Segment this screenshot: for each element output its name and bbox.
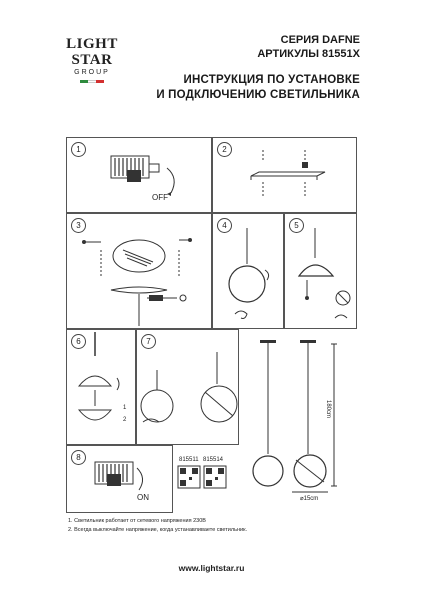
series-block: СЕРИЯ DAFNE АРТИКУЛЫ 81551X bbox=[257, 33, 360, 61]
globe-adjust-icon bbox=[228, 228, 270, 319]
step-number: 4 bbox=[217, 218, 232, 233]
ceiling-bracket-icon bbox=[250, 150, 326, 198]
step-6-box: 6 1 2 bbox=[66, 329, 136, 445]
title-line-2: И ПОДКЛЮЧЕНИЮ СВЕТИЛЬНИКА bbox=[156, 89, 360, 101]
title-line-1: ИНСТРУКЦИЯ ПО УСТАНОВКЕ bbox=[183, 74, 360, 86]
globe-tilt-icon bbox=[140, 352, 238, 423]
step-5-box: 5 bbox=[284, 213, 357, 329]
series-name: СЕРИЯ DAFNE bbox=[280, 34, 360, 46]
product-code-815511: 815511 bbox=[179, 457, 199, 463]
height-dimension: 180cm bbox=[325, 400, 331, 419]
note-1: 1. Светильник работает от сетевого напря… bbox=[68, 518, 206, 524]
step-number: 5 bbox=[289, 218, 304, 233]
logo-text-star: STAR bbox=[71, 52, 113, 68]
breaker-on-icon bbox=[94, 461, 143, 491]
note-2: 2. Всегда выключайте напряжение, когда у… bbox=[68, 527, 248, 533]
pendant-dimension-icon bbox=[252, 340, 337, 493]
breaker-switch-icon bbox=[110, 155, 175, 196]
step-2-box: 2 bbox=[212, 137, 357, 213]
articles-code: АРТИКУЛЫ 81551X bbox=[257, 48, 360, 60]
lamp-head-icon bbox=[297, 228, 351, 319]
step-number: 3 bbox=[71, 218, 86, 233]
logo-text-group: GROUP bbox=[74, 69, 110, 76]
step-number: 2 bbox=[217, 142, 232, 157]
step-number: 7 bbox=[141, 334, 156, 349]
substep-1-label: 1 bbox=[123, 405, 127, 411]
canopy-mounting-icon bbox=[82, 238, 192, 326]
shade-assembly-icon bbox=[77, 332, 120, 421]
step-number: 6 bbox=[71, 334, 86, 349]
off-label: OFF bbox=[152, 193, 168, 202]
qr-codes-icon bbox=[177, 465, 227, 489]
step-7-box: 7 bbox=[136, 329, 239, 445]
website-link[interactable]: www.lightstar.ru bbox=[178, 563, 245, 573]
product-code-815514: 815514 bbox=[203, 457, 224, 463]
step-1-box: 1 OFF bbox=[66, 137, 212, 213]
lightstar-logo: LIGHT STAR GROUP bbox=[66, 36, 118, 100]
step-number: 1 bbox=[71, 142, 86, 157]
step-3-box: 3 bbox=[66, 213, 212, 329]
italian-flag-icon bbox=[80, 80, 104, 83]
step-number: 8 bbox=[71, 450, 86, 465]
step-4-box: 4 bbox=[212, 213, 284, 329]
logo-text-light: LIGHT bbox=[66, 36, 118, 52]
step-8-box: 8 ON bbox=[66, 445, 173, 513]
safety-notes: 1. Светильник работает от сетевого напря… bbox=[68, 517, 247, 535]
diameter-dimension: ⌀15cm bbox=[300, 496, 319, 502]
instruction-title: ИНСТРУКЦИЯ ПО УСТАНОВКЕ И ПОДКЛЮЧЕНИЮ СВ… bbox=[156, 73, 360, 103]
substep-2-label: 2 bbox=[123, 417, 127, 423]
on-label: ON bbox=[137, 493, 149, 502]
